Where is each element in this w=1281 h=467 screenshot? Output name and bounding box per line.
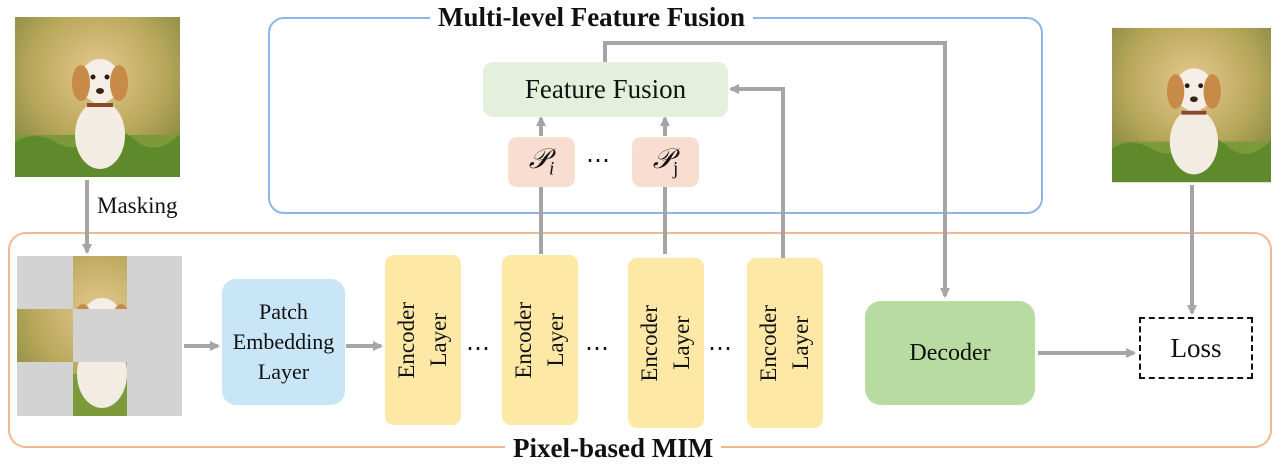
fusion-dots: ⋯ — [586, 148, 611, 174]
patch-embedding-box: Patch Embedding Layer — [222, 279, 345, 405]
p-j-subscript: j — [672, 158, 679, 180]
input-image — [15, 17, 180, 177]
mim-frame-title: Pixel-based MIM — [505, 433, 722, 463]
loss-box: Loss — [1139, 317, 1253, 379]
p-j-box: 𝒫j — [632, 137, 699, 187]
last-encoder-to-fusion-arrow — [729, 84, 785, 258]
masking-label: Masking — [97, 193, 178, 218]
masked-image — [17, 256, 182, 416]
loss-label: Loss — [1170, 332, 1222, 363]
encoder-layer: Encoder Layer — [502, 255, 578, 425]
encoder-layer: Encoder Layer — [385, 255, 461, 425]
encoder-layer: Encoder Layer — [747, 258, 823, 428]
encoder-dots: ⋯ — [466, 336, 491, 362]
feature-fusion-label: Feature Fusion — [524, 74, 687, 104]
target-image — [1112, 26, 1271, 184]
encoder-layer-label: Encoder Layer — [394, 301, 451, 379]
p-i-symbol: 𝒫 — [528, 143, 549, 175]
decoder-box: Decoder — [865, 301, 1035, 405]
p-j-symbol: 𝒫 — [652, 143, 673, 175]
encoder-layer-label: Encoder Layer — [511, 301, 568, 379]
decoder-label: Decoder — [909, 339, 991, 366]
mask-patches — [17, 256, 182, 416]
encoder-layer: Encoder Layer — [628, 258, 704, 428]
p-i-box: 𝒫i — [508, 137, 575, 187]
encoder-dots: ⋯ — [585, 336, 610, 362]
feature-fusion-box: Feature Fusion — [483, 62, 728, 117]
encoder-layer-label: Encoder Layer — [637, 304, 694, 382]
p-i-subscript: i — [548, 158, 555, 180]
fusion-frame-title: Multi-level Feature Fusion — [430, 2, 753, 32]
encoder-layer-label: Encoder Layer — [756, 304, 813, 382]
patch-embedding-label: Patch Embedding Layer — [232, 299, 335, 384]
encoder-dots: ⋯ — [708, 336, 733, 362]
fusion-to-decoder-arrow — [603, 41, 950, 298]
